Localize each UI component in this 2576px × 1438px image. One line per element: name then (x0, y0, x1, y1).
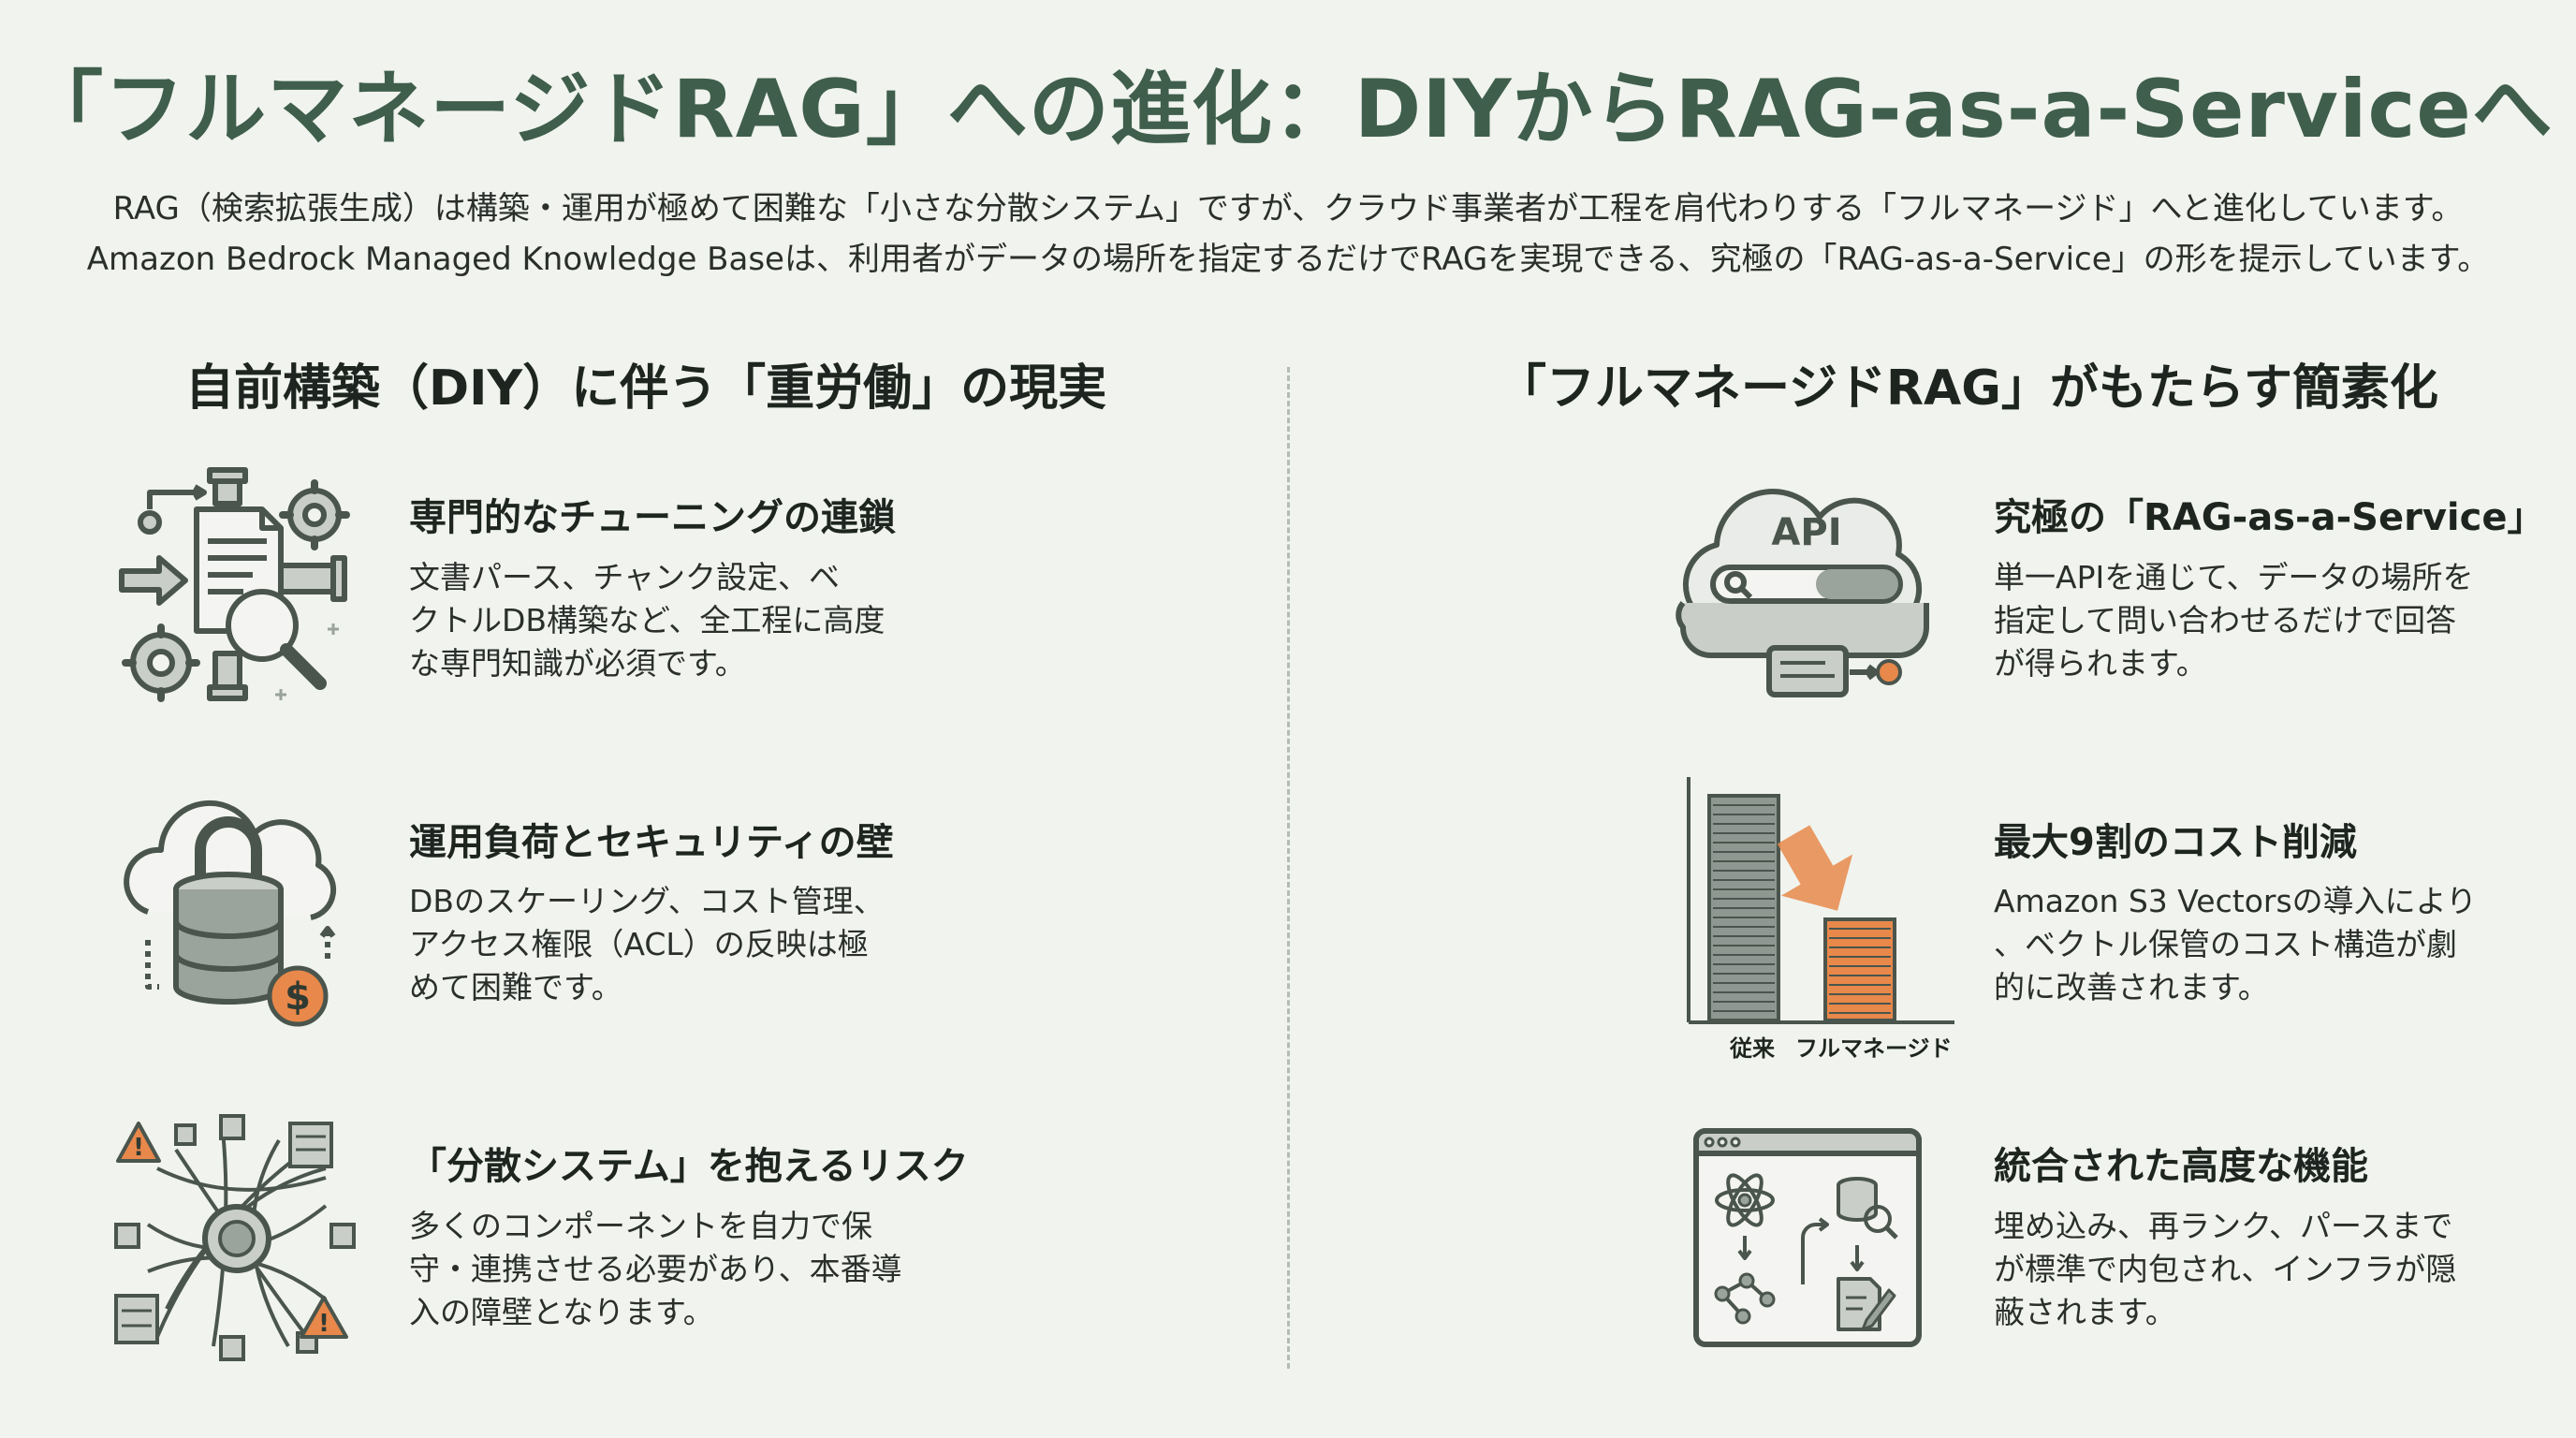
left-item-2-desc: DBのスケーリング、コスト管理、 アクセス権限（ACL）の反映は極 めて困難です… (409, 883, 885, 1005)
right-item-3-title: 統合された高度な機能 (1994, 1145, 2368, 1188)
api-label: API (1771, 511, 1841, 554)
intro-line-1: RAG（検索拡張生成）は構築・運用が極めて困難な「小さな分散システム」ですが、ク… (112, 190, 2464, 227)
cost-reduction-bars-icon (1681, 773, 1962, 1030)
reduction-arrow (1777, 825, 1853, 911)
left-item-1-desc: 文書パース、チャンク設定、ベ クトルDB構築など、全工程に高度 な専門知識が必須… (409, 559, 886, 682)
right-column-heading: 「フルマネージドRAG」がもたらす簡素化 (1498, 360, 2438, 417)
page-title: 「フルマネージドRAG」への進化：DIYからRAG-as-a-Serviceへ (22, 63, 2554, 156)
right-item-1-desc: 単一APIを通じて、データの場所を 指定して問い合わせるだけで回答 が得られます… (1994, 559, 2474, 682)
pipeline-gears-magnifier-icon (112, 466, 365, 723)
bar-label-fully-managed: フルマネージド (1795, 1035, 1953, 1062)
right-item-3-desc: 埋め込み、再ランク、パースまで が標準で内包され、インフラが隠 蔽されます。 (1994, 1208, 2457, 1330)
bar-0 (1707, 794, 1780, 1022)
right-item-2-desc: Amazon S3 Vectorsの導入により 、ベクトル保管のコスト構造が劇 … (1994, 883, 2477, 1005)
bar-label-conventional: 従来 (1730, 1035, 1775, 1062)
column-divider (1287, 367, 1290, 1369)
bar-1 (1823, 917, 1896, 1022)
left-item-2-title: 運用負荷とセキュリティの壁 (409, 821, 894, 864)
distributed-network-warning-icon: ! ! (110, 1112, 363, 1369)
left-item-1-title: 専門的なチューニングの連鎖 (409, 496, 896, 539)
left-item-3-desc: 多くのコンポーネントを自力で保 守・連携させる必要があり、本番導 入の障壁となり… (409, 1208, 902, 1330)
cloud-lock-database-icon: $ (110, 790, 363, 1047)
svg-text:!: ! (318, 1310, 329, 1338)
intro-line-2: Amazon Bedrock Managed Knowledge Baseは、利… (86, 241, 2490, 278)
svg-text:$: $ (285, 976, 311, 1019)
integrated-features-window-icon (1690, 1125, 1925, 1354)
left-column-heading: 自前構築（DIY）に伴う「重労働」の現実 (185, 360, 1107, 417)
api-cloud-search-icon: API (1676, 464, 1938, 712)
right-item-2-title: 最大9割のコスト削減 (1994, 821, 2357, 864)
svg-text:!: ! (133, 1134, 144, 1162)
right-item-1-title: 究極の「RAG-as-a-Service」 (1994, 496, 2545, 539)
left-item-3-title: 「分散システム」を抱えるリスク (409, 1145, 969, 1188)
